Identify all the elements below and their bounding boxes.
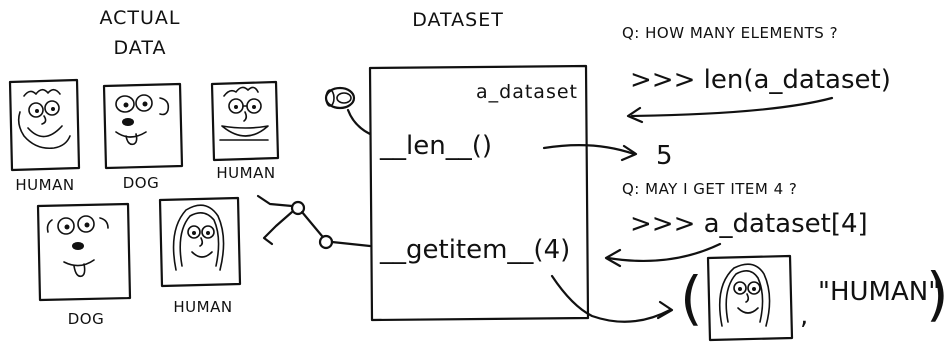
- question-1: Q: HOW MANY ELEMENTS ?: [622, 24, 838, 42]
- code-getitem: >>> a_dataset[4]: [630, 209, 868, 239]
- arrow-len-call: [630, 96, 834, 118]
- dog-face-icon: [115, 94, 170, 146]
- dataset-box: [368, 64, 590, 322]
- arrow-getitem-call: [606, 242, 722, 263]
- data-card-human-2: HUMAN: [210, 80, 280, 182]
- getitem-method: __getitem__(4): [379, 235, 570, 265]
- arrow-len-result: [542, 144, 636, 156]
- tuple-close-paren: ): [926, 260, 949, 328]
- human-face-icon: [219, 86, 269, 141]
- data-card-label: DOG: [68, 310, 104, 328]
- dataset-title: DATASET: [412, 9, 504, 31]
- human-face-icon: [17, 88, 71, 150]
- tuple-comma: ,: [800, 301, 808, 331]
- len-method: __len__(): [379, 131, 492, 161]
- dog-face-icon: [46, 215, 109, 278]
- result-label: "HUMAN": [818, 277, 940, 307]
- arrow-getitem-result: [550, 274, 672, 323]
- data-card-dog-2: DOG: [36, 202, 132, 328]
- data-card-human-3: HUMAN: [158, 196, 242, 316]
- data-card-label: HUMAN: [216, 164, 275, 182]
- data-card-label: HUMAN: [15, 176, 74, 194]
- result-image-frame: [706, 254, 794, 342]
- data-card-human-1: HUMAN: [8, 78, 81, 194]
- tuple-open-paren: (: [680, 264, 703, 332]
- code-len: >>> len(a_dataset): [630, 65, 891, 95]
- dataset-name: a_dataset: [476, 81, 578, 103]
- len-answer: 5: [656, 141, 673, 171]
- human-face-icon: [172, 204, 225, 271]
- data-card-dog-1: DOG: [102, 82, 184, 192]
- data-card-label: DOG: [123, 174, 159, 192]
- robot-arm-icon: [256, 194, 372, 250]
- question-2: Q: MAY I GET ITEM 4 ?: [622, 180, 797, 198]
- result-tuple: ( , "HUMAN" ): [680, 254, 949, 342]
- data-card-label: HUMAN: [173, 298, 232, 316]
- ear-icon: [324, 86, 372, 136]
- actual-data-title-line1: ACTUAL: [99, 7, 180, 29]
- human-face-icon: [718, 263, 771, 327]
- actual-data-title-line2: DATA: [114, 37, 167, 59]
